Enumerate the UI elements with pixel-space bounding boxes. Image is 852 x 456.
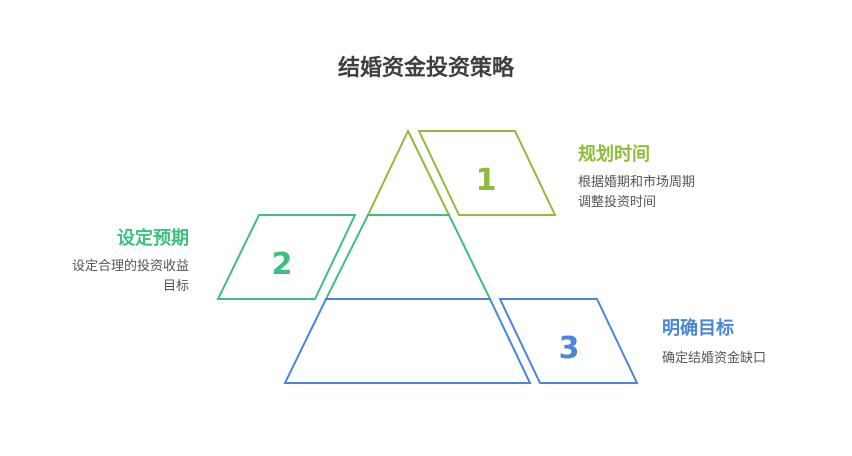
step-2-box (216, 214, 357, 300)
pyramid-tier-top (366, 128, 451, 216)
step-2-desc: 设定合理的投资收益 目标 (20, 257, 189, 297)
step-2-desc-line-1: 设定合理的投资收益 (71, 259, 189, 274)
step-2-title: 设定预期 (117, 228, 189, 249)
step-1-title: 规划时间 (578, 144, 650, 165)
step-2-desc-line-2: 目标 (162, 279, 189, 294)
step-3-number: 3 (558, 331, 580, 366)
pyramid-tier-middle (324, 214, 492, 300)
page-title: 结婚资金投资策略 (337, 56, 514, 81)
step-1-number: 1 (475, 163, 497, 198)
step-1-desc: 根据婚期和市场周期 调整投资时间 (578, 173, 695, 213)
step-1-box (417, 130, 557, 216)
step-3-desc: 确定结婚资金缺口 (662, 349, 766, 369)
step-1-desc-line-2: 调整投资时间 (578, 195, 657, 210)
step-3-desc-line-1: 确定结婚资金缺口 (662, 351, 767, 366)
step-1-desc-line-1: 根据婚期和市场周期 (578, 175, 696, 190)
step-3-box (498, 298, 639, 384)
step-3-title: 明确目标 (662, 318, 734, 339)
pyramid-tier-bottom (283, 298, 532, 384)
step-2-number: 2 (271, 247, 293, 282)
